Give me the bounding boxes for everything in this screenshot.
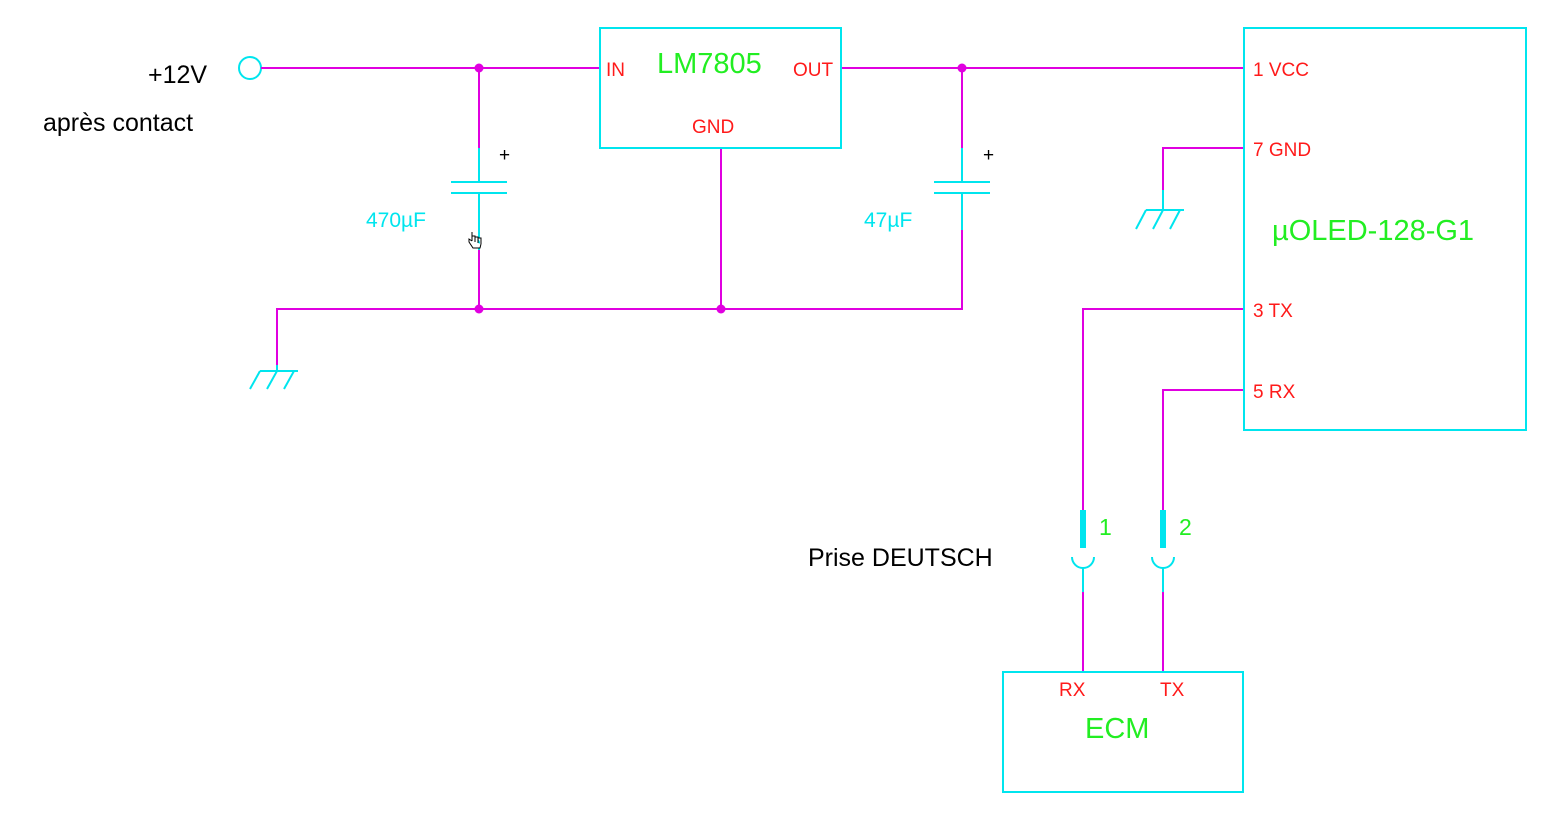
- capacitor-in-value: 470µF: [366, 209, 426, 232]
- display-pin-tx: 3 TX: [1253, 301, 1293, 322]
- capacitor-out-value: 47µF: [864, 209, 912, 232]
- regulator-pin-gnd: GND: [692, 117, 734, 138]
- wire-display-rx: [1162, 389, 1244, 510]
- regulator-block: [599, 27, 842, 149]
- wire-display-gnd: [1162, 147, 1244, 190]
- capacitor-in: [451, 148, 507, 250]
- regulator-name: LM7805: [657, 48, 762, 80]
- ecm-name: ECM: [1085, 713, 1149, 745]
- ground-symbol-display: [1135, 190, 1184, 230]
- ecm-pin-tx: TX: [1160, 680, 1185, 701]
- hand-cursor-icon: [468, 232, 482, 249]
- connector-pin-2: [1151, 510, 1175, 592]
- junction-dot: [957, 63, 967, 73]
- junctions: [474, 63, 967, 314]
- connector-pin-2-label: 2: [1179, 514, 1192, 540]
- wire-display-tx: [1082, 308, 1244, 510]
- connector-pin-1-label: 1: [1099, 514, 1112, 540]
- display-pin-gnd: 7 GND: [1253, 140, 1311, 161]
- ecm-block: [1002, 671, 1244, 793]
- capacitor-out: [934, 148, 990, 230]
- ground-symbol-left: [249, 365, 298, 390]
- display-module: [1243, 27, 1527, 431]
- junction-dot: [474, 304, 484, 314]
- wire-ground-rail: [276, 230, 963, 365]
- regulator-pin-in: IN: [606, 60, 625, 81]
- junction-dot: [474, 63, 484, 73]
- capacitor-in-polarity: +: [499, 145, 510, 166]
- wires: [261, 67, 1244, 672]
- regulator-pin-out: OUT: [793, 60, 834, 81]
- junction-dot: [716, 304, 726, 314]
- supply-label: +12V: [148, 61, 207, 89]
- display-pin-vcc: 1 VCC: [1253, 60, 1309, 81]
- display-name: µOLED-128-G1: [1272, 215, 1474, 247]
- supply-sublabel: après contact: [43, 109, 193, 137]
- supply-terminal: [238, 56, 262, 80]
- display-pin-rx: 5 RX: [1253, 382, 1296, 403]
- connector-label: Prise DEUTSCH: [808, 544, 993, 572]
- capacitor-out-polarity: +: [983, 145, 994, 166]
- ecm-pin-rx: RX: [1059, 680, 1086, 701]
- connector-pin-1: [1071, 510, 1095, 592]
